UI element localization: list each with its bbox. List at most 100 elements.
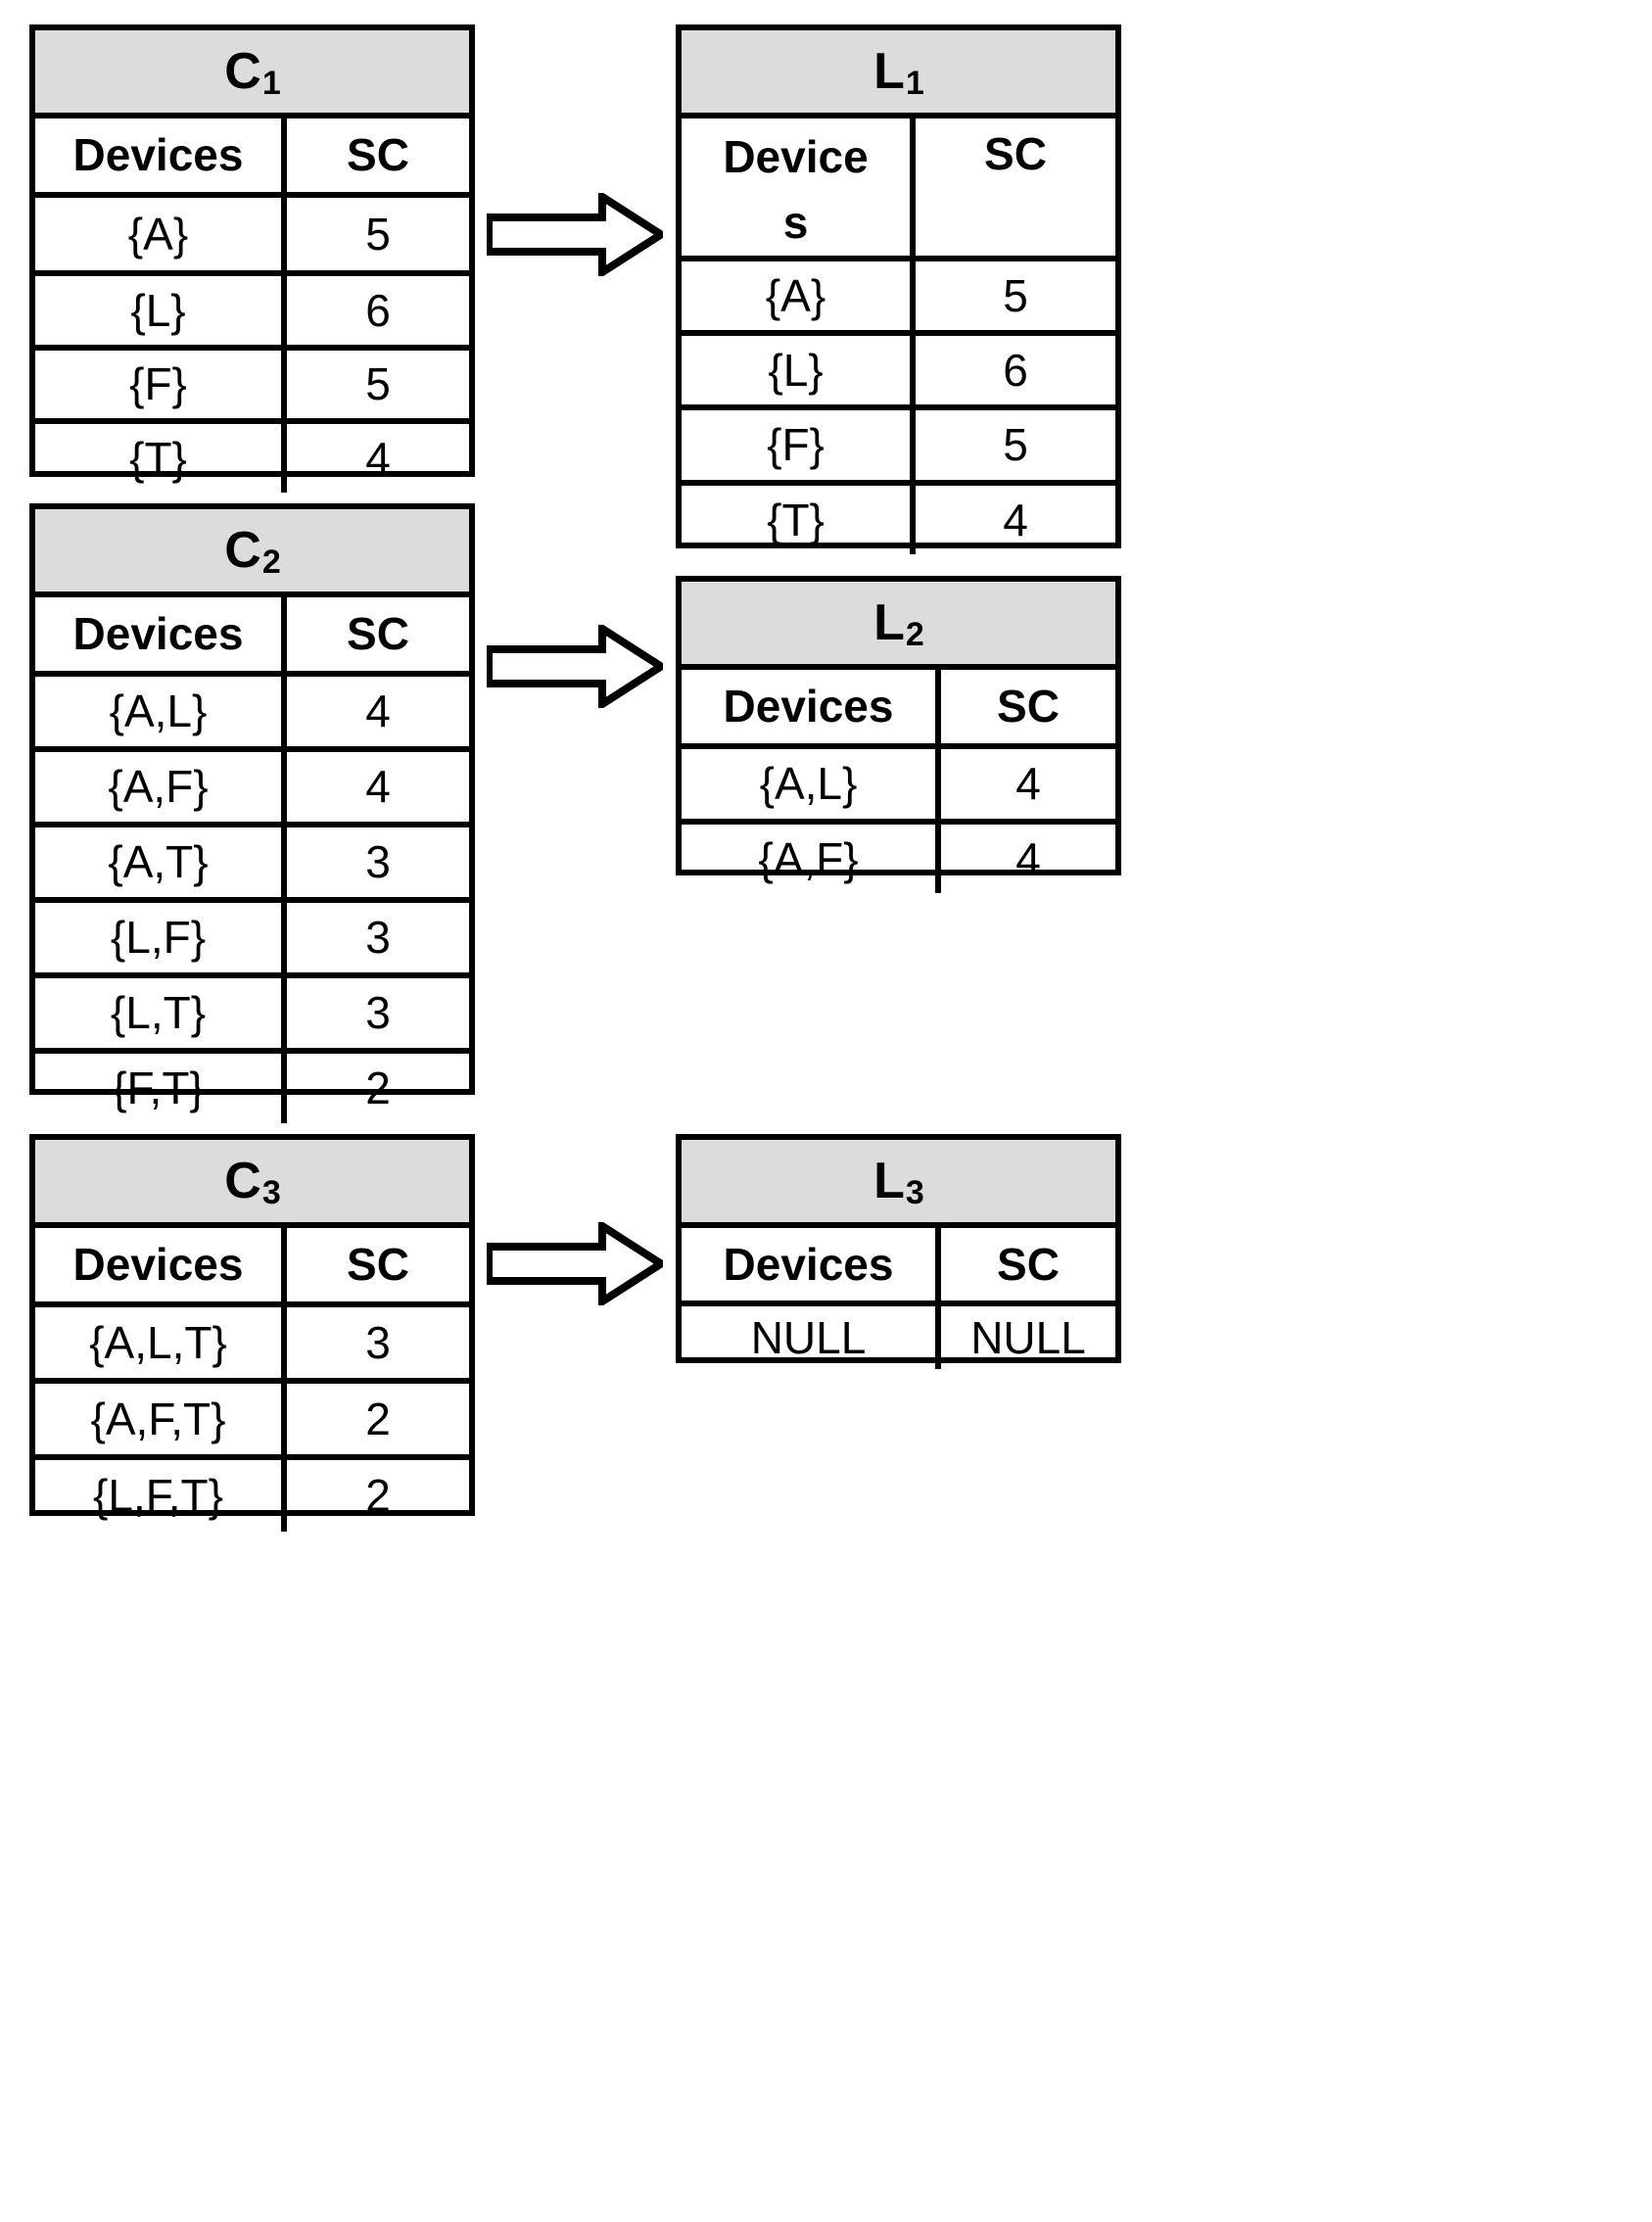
table-l3-cell-sc: NULL [970, 1311, 1086, 1363]
table-c2-cell-sc: 4 [365, 761, 391, 813]
table-c1-cell-devices: {L} [35, 276, 287, 345]
table-l2-header-sc: SC [997, 681, 1060, 733]
table-l3-title-letter: L [873, 1153, 905, 1209]
table-l1-header-devices: Device s [682, 118, 916, 256]
table-c3-title-subscript: 3 [261, 1174, 281, 1211]
table-c1-cell-sc: 5 [365, 358, 391, 410]
table-l3-header-row: Devices SC [682, 1228, 1115, 1306]
table-l1-cell-sc: 4 [1003, 494, 1028, 545]
table-l3-header-devices: Devices [682, 1228, 941, 1300]
table-l2-title-letter: L [873, 594, 905, 651]
table-c2-title-subscript: 2 [261, 544, 281, 581]
table-l1-cell-sc: 5 [1003, 269, 1028, 321]
table-c1-cell-sc: 5 [365, 208, 391, 260]
table-row: {A,F} 4 [682, 825, 1115, 893]
table-l2-header-devices: Devices [682, 670, 941, 743]
table-l1-title-subscript: 1 [905, 65, 924, 102]
arrow-c3-l3-icon [487, 1222, 663, 1305]
table-l2-cell-devices: {A,F} [682, 825, 941, 893]
table-c1-header-row: Devices SC [35, 118, 469, 198]
table-c2-cell-sc: 2 [365, 1063, 391, 1114]
table-l2-header-row: Devices SC [682, 670, 1115, 749]
table-c1-cell-sc: 4 [365, 432, 391, 484]
table-c1-title-letter: C [224, 43, 261, 100]
table-row: {A,F} 4 [35, 752, 469, 827]
table-c2-title-letter: C [224, 522, 261, 579]
table-row: {L,F} 3 [35, 903, 469, 978]
table-row: {L} 6 [35, 276, 469, 351]
table-row: {A,T} 3 [35, 827, 469, 903]
table-c3-header-devices: Devices [35, 1228, 287, 1301]
arrow-c2-l2-icon [487, 625, 663, 708]
table-l1-cell-devices: {T} [682, 486, 916, 554]
table-l2-cell-devices: {A,L} [682, 749, 941, 819]
table-row: {A} 5 [682, 261, 1115, 336]
table-row: {A,F,T} 2 [35, 1384, 469, 1460]
table-l1-cell-sc: 6 [1003, 344, 1028, 396]
table-l1-header-row: Device s SC [682, 118, 1115, 261]
table-row: {F} 5 [682, 410, 1115, 486]
table-l2-cell-sc: 4 [1015, 832, 1041, 884]
table-c3-header-sc: SC [347, 1239, 409, 1291]
table-c1-title-subscript: 1 [261, 65, 281, 102]
table-l3-header-sc: SC [997, 1238, 1060, 1290]
table-c1-cell-devices: {A} [35, 198, 287, 270]
table-l1-cell-devices: {F} [682, 410, 916, 480]
table-c2-header-devices: Devices [35, 597, 287, 671]
table-row: {A,L,T} 3 [35, 1307, 469, 1384]
table-l1-cell-devices: {A} [682, 261, 916, 330]
table-l1-header-sc: SC [984, 128, 1047, 179]
table-row: {L,F,T} 2 [35, 1460, 469, 1532]
table-c3-cell-devices: {A,L,T} [35, 1307, 287, 1378]
table-row: {A} 5 [35, 198, 469, 276]
table-row: {F,T} 2 [35, 1054, 469, 1123]
table-c1-cell-devices: {F} [35, 351, 287, 418]
table-row: {L,T} 3 [35, 978, 469, 1054]
table-c2-cell-sc: 4 [365, 686, 391, 737]
table-row: {L} 6 [682, 336, 1115, 410]
table-c1-cell-sc: 6 [365, 284, 391, 336]
table-c2-header-row: Devices SC [35, 597, 469, 677]
table-row: {A,L} 4 [35, 677, 469, 752]
table-l2-cell-sc: 4 [1015, 758, 1041, 810]
table-row: {F} 5 [35, 351, 469, 424]
table-c3-cell-sc: 2 [365, 1393, 391, 1444]
table-l1-header-devices-line1: Device [723, 131, 869, 182]
table-l3-title-subscript: 3 [905, 1174, 924, 1211]
table-c2-cell-sc: 3 [365, 836, 391, 888]
table-c3-cell-devices: {L,F,T} [35, 1460, 287, 1532]
table-l1-cell-sc: 5 [1003, 419, 1028, 471]
table-c3-cell-sc: 2 [365, 1470, 391, 1522]
table-c2-header-sc: SC [347, 608, 409, 660]
table-c2-cell-devices: {A,L} [35, 677, 287, 746]
table-c2-cell-sc: 3 [365, 912, 391, 964]
arrow-c1-l1-icon [487, 193, 663, 276]
table-c2-cell-devices: {A,F} [35, 752, 287, 822]
table-l2-title-subscript: 2 [905, 616, 924, 653]
table-l1-title-letter: L [873, 43, 905, 100]
table-c2-cell-sc: 3 [365, 987, 391, 1039]
table-c3-header-row: Devices SC [35, 1228, 469, 1307]
table-c1-cell-devices: {T} [35, 424, 287, 493]
table-c2-cell-devices: {F,T} [35, 1054, 287, 1123]
table-c2-cell-devices: {A,T} [35, 827, 287, 897]
table-c2-cell-devices: {L,F} [35, 903, 287, 972]
table-c1-header-devices: Devices [35, 118, 287, 192]
table-c1-header-sc: SC [347, 129, 409, 181]
table-l1-cell-devices: {L} [682, 336, 916, 404]
table-l3-cell-devices: NULL [682, 1306, 941, 1369]
table-row: NULL NULL [682, 1306, 1115, 1369]
